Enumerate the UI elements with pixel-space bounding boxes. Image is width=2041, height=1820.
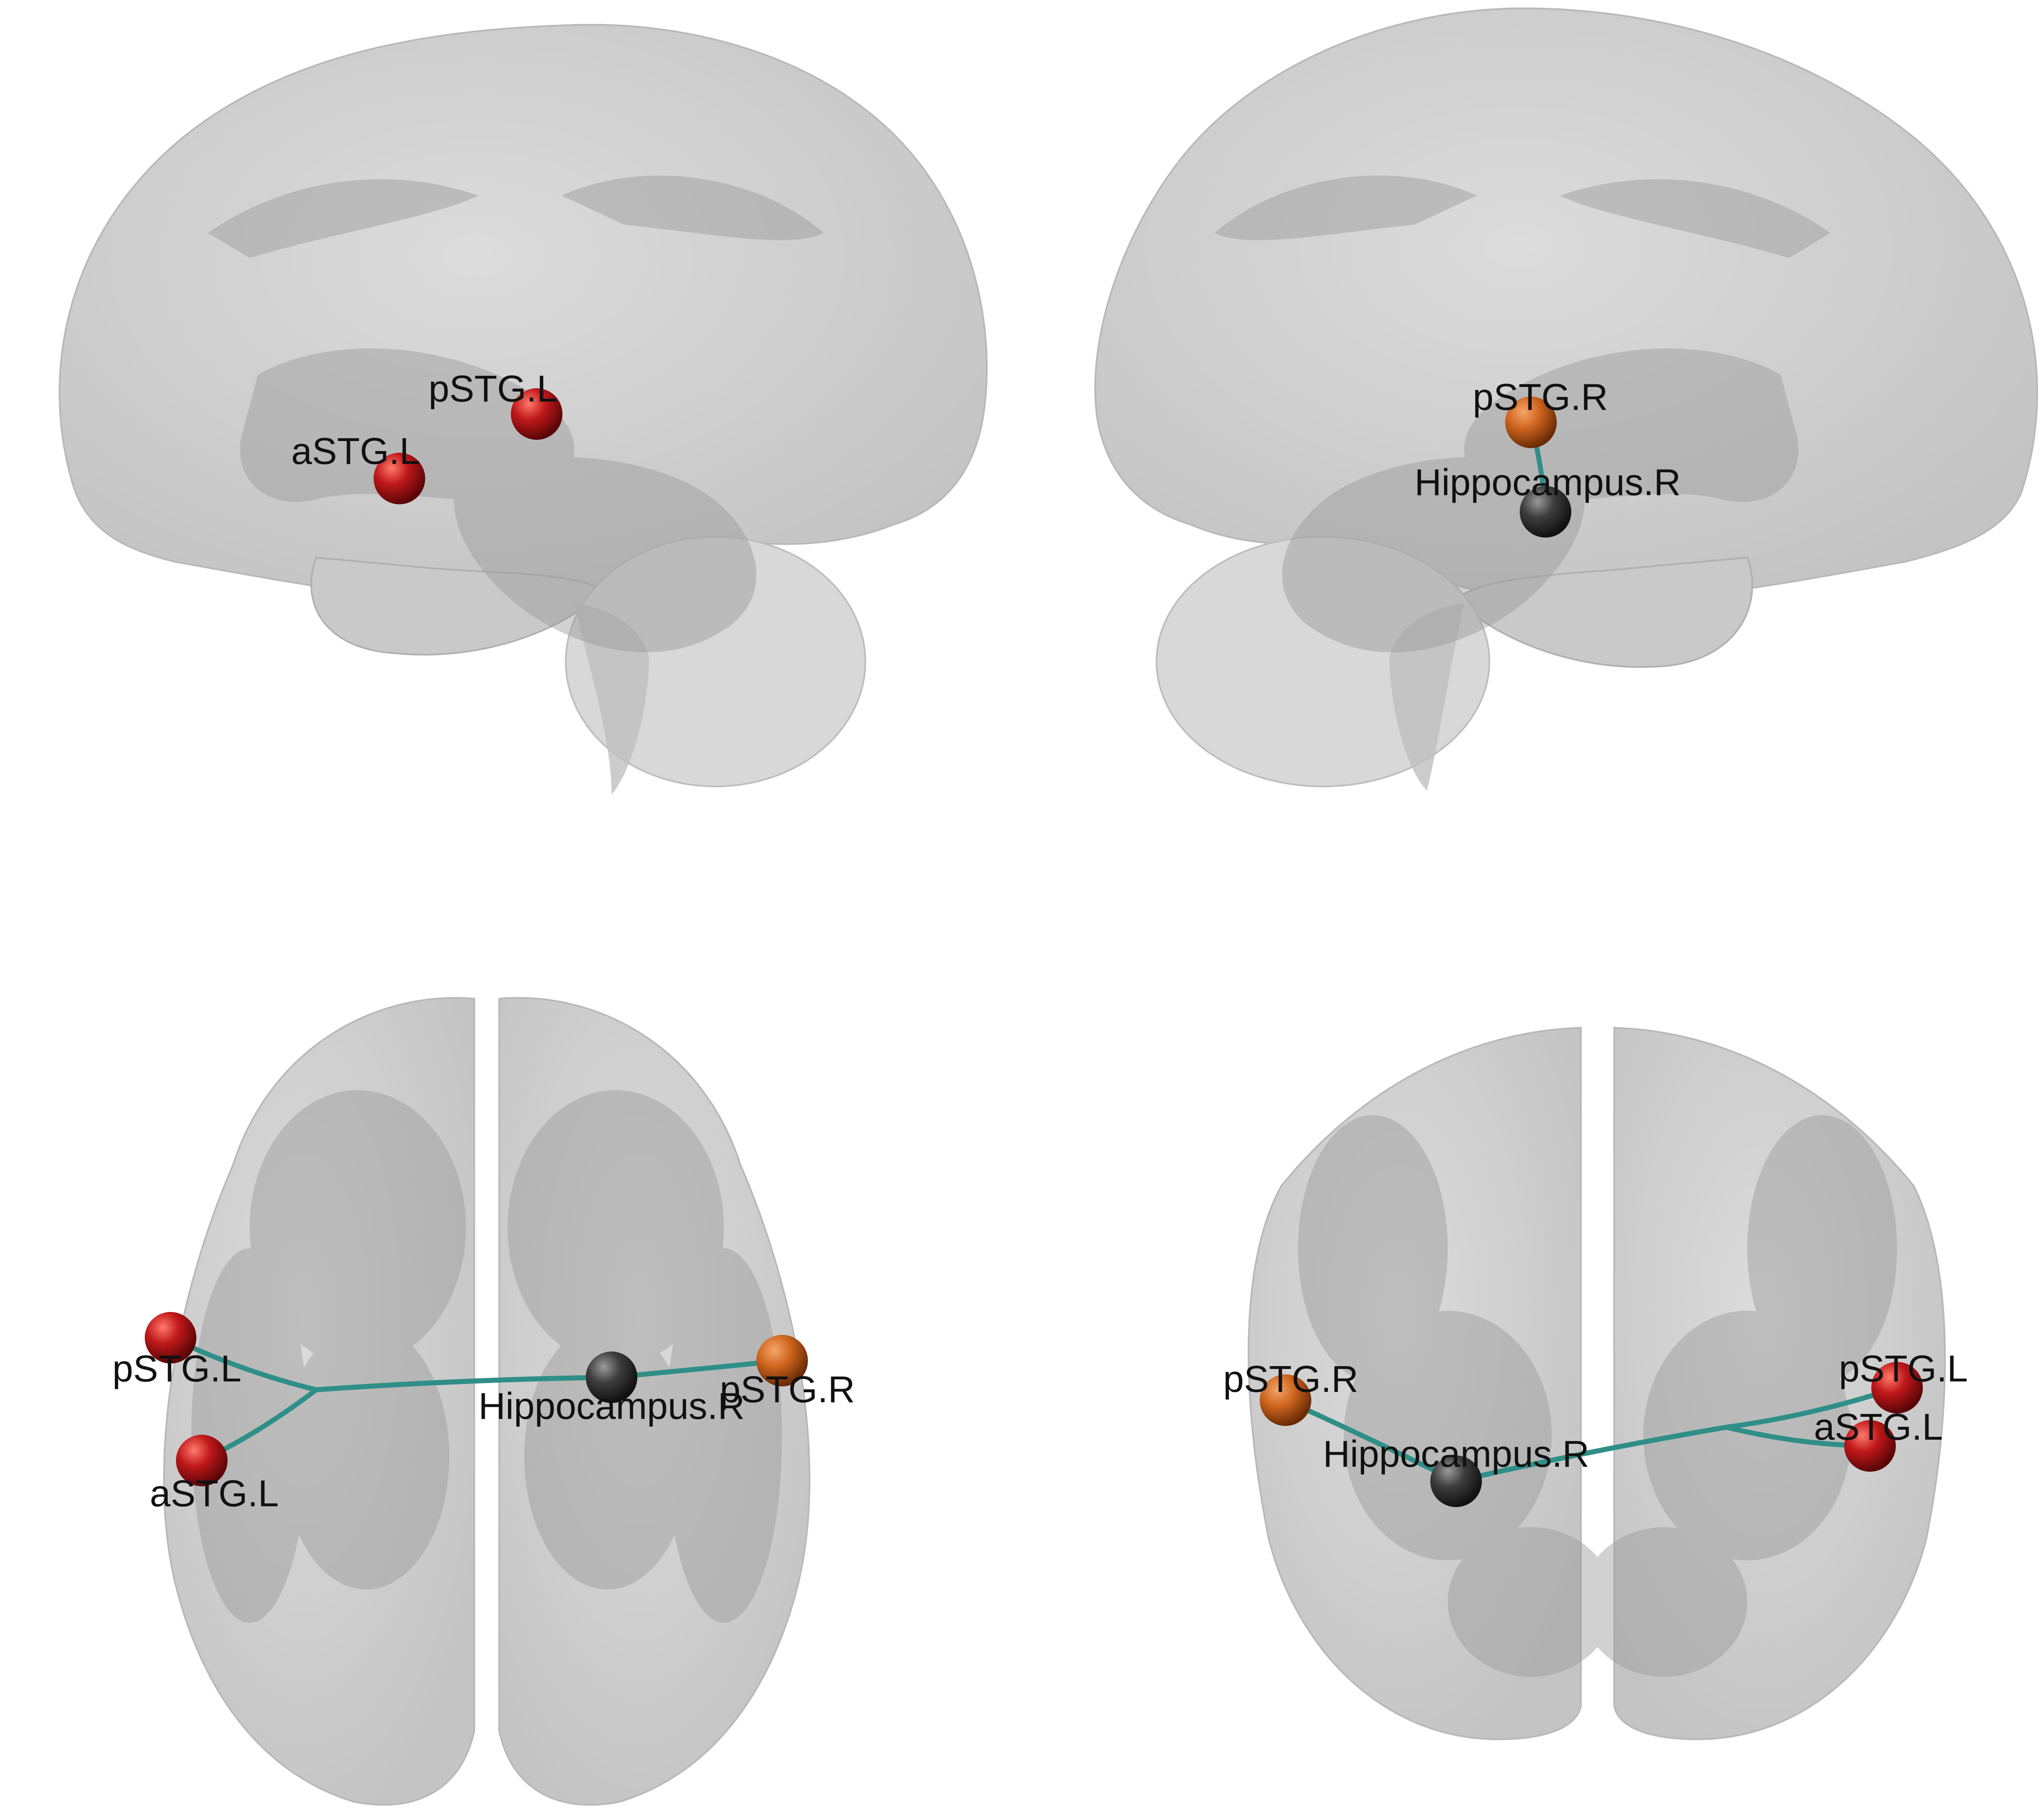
node-coronal-pstg-l bbox=[1871, 1362, 1923, 1413]
deep-structures-left bbox=[208, 175, 824, 652]
node-label-axial-hippocampus-r: Hippocampus.R bbox=[478, 1386, 745, 1427]
brainstem-right bbox=[1390, 603, 1464, 791]
nodes-layer bbox=[145, 388, 1923, 1507]
node-label-sagittal-right-hippocampus-r: Hippocampus.R bbox=[1414, 462, 1681, 503]
node-sagittal-right-pstg-r bbox=[1505, 397, 1557, 448]
brain-hemisphere-axial-left bbox=[163, 997, 475, 1806]
node-label-sagittal-right-pstg-r: pSTG.R bbox=[1473, 377, 1608, 418]
node-axial-hippocampus-r bbox=[586, 1351, 637, 1403]
view-coronal bbox=[1248, 1027, 1946, 1741]
deep-structures-axial bbox=[191, 1090, 782, 1623]
deep-structures-coronal bbox=[1298, 1115, 1897, 1677]
edge-coronal-astg-l-to-hippocampus-r bbox=[1454, 1424, 1873, 1484]
node-axial-pstg-l bbox=[145, 1312, 196, 1364]
brainstem-left bbox=[574, 603, 649, 795]
node-sagittal-right-hippocampus-r bbox=[1520, 486, 1571, 538]
view-sagittal-left bbox=[59, 24, 988, 795]
brain-hemisphere-coronal-right bbox=[1613, 1027, 1946, 1741]
node-label-coronal-pstg-l: pSTG.L bbox=[1839, 1348, 1968, 1390]
node-label-sagittal-left-astg-l: aSTG.L bbox=[291, 431, 420, 472]
node-label-coronal-astg-l: aSTG.L bbox=[1814, 1406, 1943, 1448]
edge-axial-astg-l-to-hippocampus-r bbox=[199, 1375, 614, 1463]
view-sagittal-right bbox=[1094, 7, 2038, 791]
node-coronal-pstg-r bbox=[1260, 1374, 1311, 1426]
view-axial bbox=[163, 997, 810, 1806]
node-label-coronal-hippocampus-r: Hippocampus.R bbox=[1323, 1433, 1589, 1475]
node-label-coronal-pstg-r: pSTG.R bbox=[1223, 1359, 1358, 1400]
brain-hemisphere-axial-right bbox=[498, 997, 810, 1806]
node-sagittal-left-astg-l bbox=[374, 453, 425, 504]
node-label-axial-pstg-l: pSTG.L bbox=[112, 1348, 241, 1390]
node-axial-pstg-r bbox=[756, 1335, 808, 1386]
brain-hemisphere-coronal-left bbox=[1248, 1027, 1582, 1741]
node-coronal-astg-l bbox=[1844, 1420, 1896, 1472]
brain-temporal-left bbox=[310, 556, 605, 656]
node-label-axial-pstg-r: pSTG.R bbox=[720, 1369, 855, 1411]
node-coronal-hippocampus-r bbox=[1430, 1456, 1482, 1507]
node-label-sagittal-left-pstg-l: pSTG.L bbox=[429, 368, 557, 410]
labels-layer: pSTG.LaSTG.LpSTG.RHippocampus.RpSTG.LaST… bbox=[112, 368, 1968, 1515]
brain-temporal-right bbox=[1455, 556, 1753, 668]
node-label-axial-astg-l: aSTG.L bbox=[150, 1473, 279, 1515]
node-axial-astg-l bbox=[176, 1435, 228, 1486]
deep-structures-right bbox=[1215, 175, 1830, 652]
node-sagittal-left-pstg-l bbox=[511, 388, 562, 440]
